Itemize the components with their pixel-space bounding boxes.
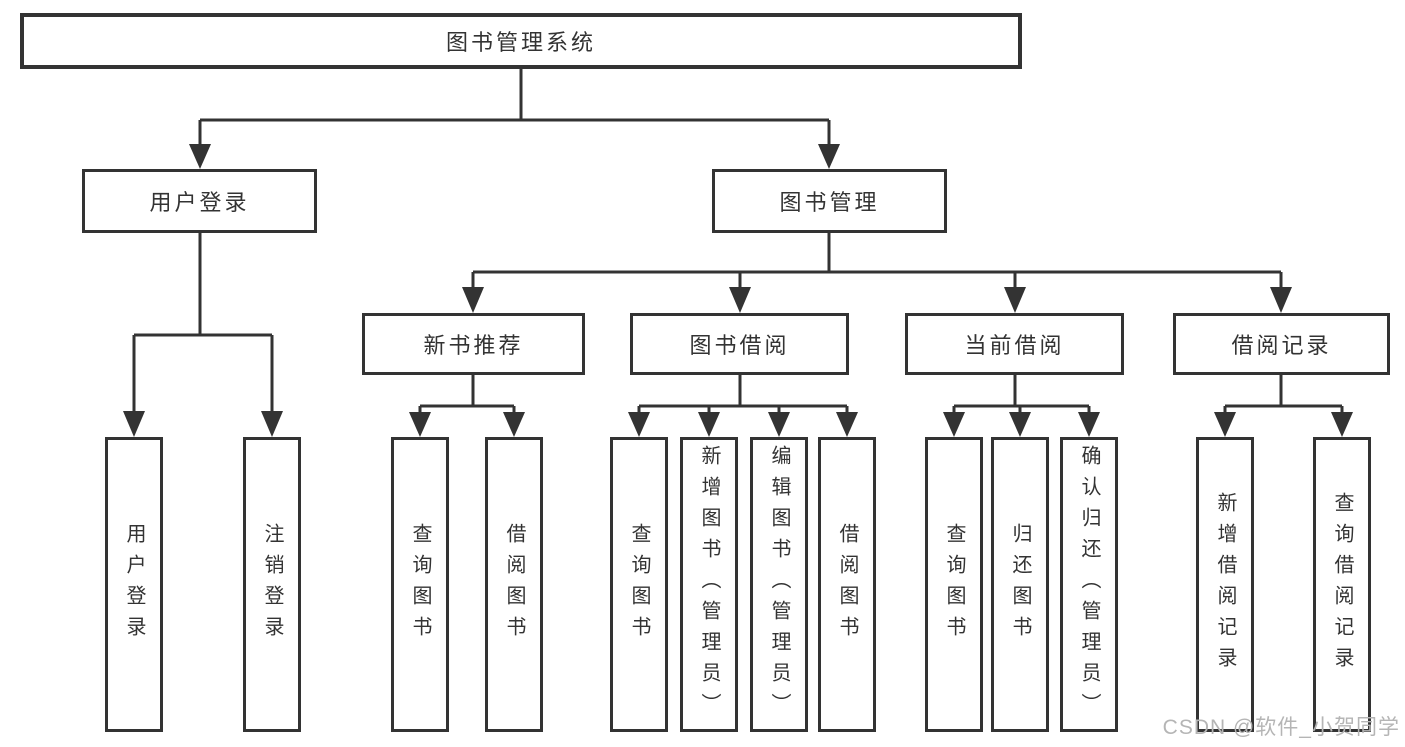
node-user-login: 用户登录 (82, 169, 317, 233)
node-book-borrow: 图书借阅 (630, 313, 849, 375)
node-book-management: 图书管理 (712, 169, 947, 233)
leaf-add-borrow-record: 新增借阅记录 (1196, 437, 1254, 732)
arrowhead-icon (261, 411, 283, 437)
arrowhead-icon (462, 287, 484, 313)
leaf-borrow-books: 借阅图书 (818, 437, 876, 732)
leaf-add-books-admin: 新增图书（管理员） (680, 437, 738, 732)
arrowhead-icon (768, 412, 790, 437)
arrowhead-icon (628, 412, 650, 437)
leaf-query-borrow-record: 查询借阅记录 (1313, 437, 1371, 732)
connector-current-borrow-branch (943, 375, 1100, 437)
connector-book-management-branch (462, 233, 1292, 313)
arrowhead-icon (698, 412, 720, 437)
arrowhead-icon (836, 412, 858, 437)
arrowhead-icon (1270, 287, 1292, 313)
node-borrow-records: 借阅记录 (1173, 313, 1390, 375)
leaf-borrow-books-recommend: 借阅图书 (485, 437, 543, 732)
arrowhead-icon (503, 412, 525, 437)
leaf-query-books-recommend: 查询图书 (391, 437, 449, 732)
arrowhead-icon (123, 411, 145, 437)
arrowhead-icon (409, 412, 431, 437)
connector-book-borrow-branch (628, 375, 858, 437)
leaf-confirm-return-admin: 确认归还（管理员） (1060, 437, 1118, 732)
leaf-query-books-borrow: 查询图书 (610, 437, 668, 732)
leaf-return-books: 归还图书 (991, 437, 1049, 732)
arrowhead-icon (943, 412, 965, 437)
arrowhead-icon (1331, 412, 1353, 437)
arrowhead-icon (1004, 287, 1026, 313)
leaf-user-login: 用户登录 (105, 437, 163, 732)
node-library-management-system: 图书管理系统 (20, 13, 1022, 69)
leaf-logout: 注销登录 (243, 437, 301, 732)
arrowhead-icon (818, 144, 840, 169)
arrowhead-icon (1009, 412, 1031, 437)
csdn-watermark: CSDN @软件_小贺同学 (1162, 716, 1400, 739)
arrowhead-icon (729, 287, 751, 313)
node-new-book-recommend: 新书推荐 (362, 313, 585, 375)
leaf-query-books-current: 查询图书 (925, 437, 983, 732)
connector-borrow-records-branch (1214, 375, 1353, 437)
connector-new-book-branch (409, 375, 525, 437)
arrowhead-icon (1078, 412, 1100, 437)
arrowhead-icon (189, 144, 211, 169)
node-current-borrow: 当前借阅 (905, 313, 1124, 375)
connector-root-to-level2 (189, 69, 840, 169)
leaf-edit-books-admin: 编辑图书（管理员） (750, 437, 808, 732)
arrowhead-icon (1214, 412, 1236, 437)
connector-user-login-branch (123, 233, 283, 437)
